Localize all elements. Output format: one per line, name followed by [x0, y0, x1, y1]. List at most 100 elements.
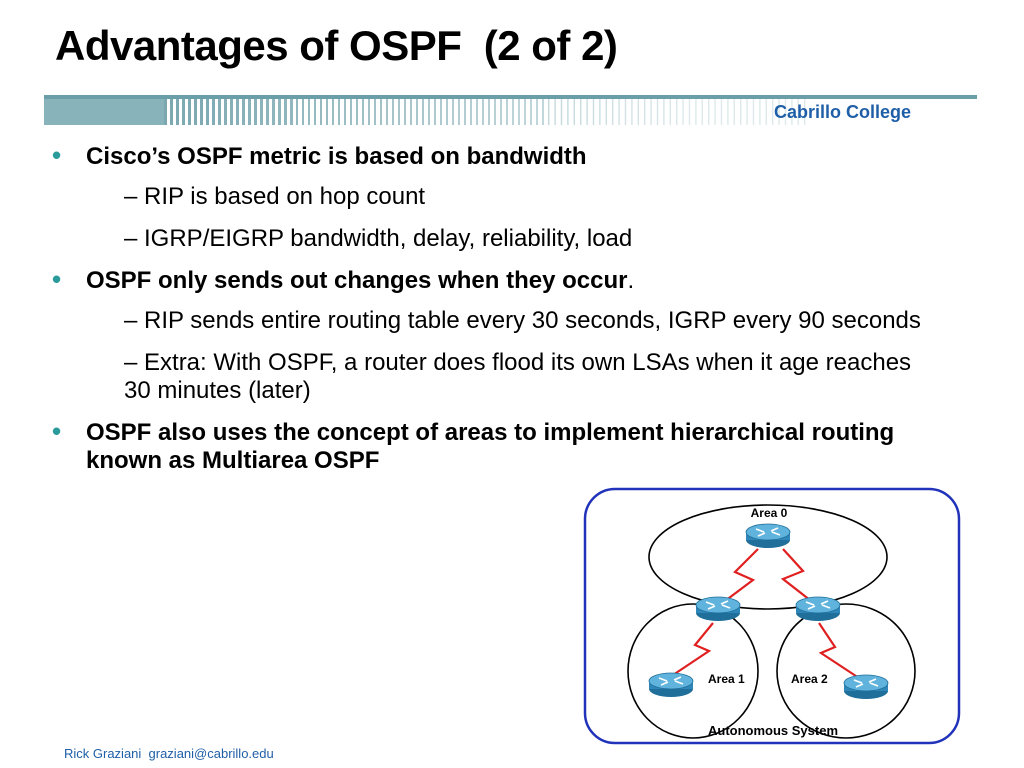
- band-stripe: [688, 99, 691, 125]
- footer-author: Rick Graziani graziani@cabrillo.edu: [64, 746, 274, 761]
- band-stripe: [170, 99, 173, 125]
- band-stripe: [784, 99, 787, 125]
- band-stripe: [284, 99, 287, 125]
- band-stripe: [637, 99, 639, 125]
- band-stripe: [560, 99, 563, 125]
- band-stripe: [695, 99, 697, 125]
- band-stripe: [272, 99, 275, 125]
- band-stripe: [586, 99, 588, 125]
- band-stripe: [206, 99, 209, 125]
- area1-label: Area 1: [708, 672, 745, 686]
- area2-label: Area 2: [791, 672, 828, 686]
- band-stripe: [440, 99, 442, 125]
- band-stripe: [326, 99, 328, 125]
- band-stripe: [573, 99, 575, 125]
- ospf-area-diagram: Area 0 Area 1 Area 2 Autonomous System: [583, 487, 961, 745]
- band-stripe: [708, 99, 710, 125]
- band-stripe: [410, 99, 412, 125]
- band-stripe: [650, 99, 652, 125]
- bullet-list: • Cisco’s OSPF metric is based on bandwi…: [52, 140, 972, 487]
- serial-link: [672, 622, 714, 676]
- band-stripe: [669, 99, 671, 125]
- band-stripe: [224, 99, 227, 125]
- band-stripe: [374, 99, 376, 125]
- band-stripe: [476, 99, 478, 125]
- band-stripe: [663, 99, 665, 125]
- band-stripe: [518, 99, 520, 125]
- band-stripe: [266, 99, 269, 125]
- router-icon: [745, 523, 791, 548]
- band-stripe: [500, 99, 502, 125]
- band-stripe: [656, 99, 659, 125]
- band-stripe: [458, 99, 460, 125]
- band-stripe: [254, 99, 257, 125]
- band-stripe: [356, 99, 358, 125]
- band-stripe: [759, 99, 761, 125]
- band-stripe: [290, 99, 293, 125]
- area2-ellipse: [776, 603, 916, 739]
- bullet-dot-icon: •: [52, 140, 62, 170]
- band-stripe: [765, 99, 767, 125]
- router-icon: [843, 674, 889, 699]
- band-stripe: [218, 99, 221, 125]
- band-stripe: [506, 99, 508, 125]
- band-stripe: [236, 99, 239, 125]
- header-band: [44, 95, 977, 125]
- band-stripe: [599, 99, 601, 125]
- band-stripe: [512, 99, 514, 125]
- bullet-2: • OSPF only sends out changes when they …: [52, 265, 972, 295]
- sub-bullet: – IGRP/EIGRP bandwidth, delay, reliabili…: [124, 225, 633, 252]
- band-stripe: [612, 99, 614, 125]
- band-stripe: [242, 99, 245, 125]
- band-stripe: [714, 99, 716, 125]
- band-stripe: [422, 99, 424, 125]
- band-stripe: [362, 99, 364, 125]
- band-stripe: [752, 99, 755, 125]
- router-icon: [695, 596, 741, 621]
- band-stripe: [182, 99, 185, 125]
- band-stripe: [488, 99, 490, 125]
- band-stripe: [494, 99, 496, 125]
- band-stripe: [542, 99, 544, 125]
- band-stripe: [618, 99, 620, 125]
- band-stripe: [464, 99, 466, 125]
- band-stripe: [524, 99, 526, 125]
- band-stripe: [682, 99, 684, 125]
- band-stripe: [176, 99, 179, 125]
- band-stripe: [470, 99, 472, 125]
- band-stripe: [398, 99, 400, 125]
- band-stripe: [278, 99, 281, 125]
- band-stripe: [778, 99, 780, 125]
- bullet-dot-icon: •: [52, 416, 62, 446]
- sub-bullet: – RIP is based on hop count: [124, 183, 426, 210]
- area1-ellipse: [627, 603, 759, 739]
- band-stripe: [605, 99, 607, 125]
- band-stripe: [676, 99, 678, 125]
- band-stripe: [631, 99, 633, 125]
- band-stripe: [428, 99, 430, 125]
- bullet-2-text: OSPF only sends out changes when they oc…: [86, 267, 628, 294]
- band-stripe: [188, 99, 191, 125]
- sub-bullet: – Extra: With OSPF, a router does flood …: [124, 349, 912, 404]
- band-stripe: [416, 99, 418, 125]
- band-stripe: [200, 99, 203, 125]
- band-stripe: [260, 99, 263, 125]
- band-stripe: [368, 99, 370, 125]
- band-stripe: [446, 99, 448, 125]
- band-stripe: [248, 99, 251, 125]
- area0-ellipse: [648, 504, 888, 610]
- bullet-3: • OSPF also uses the concept of areas to…: [52, 416, 966, 475]
- band-stripe: [580, 99, 582, 125]
- band-stripe: [296, 99, 298, 125]
- bullet-3-text: OSPF also uses the concept of areas to i…: [86, 419, 895, 474]
- serial-link: [818, 622, 866, 683]
- band-stripe: [380, 99, 382, 125]
- band-stripe: [164, 99, 167, 125]
- band-stripe: [350, 99, 352, 125]
- band-stripe: [624, 99, 627, 125]
- band-stripe: [308, 99, 310, 125]
- band-stripe: [567, 99, 569, 125]
- bullet-1: • Cisco’s OSPF metric is based on bandwi…: [52, 140, 972, 171]
- band-stripe: [344, 99, 346, 125]
- band-stripe: [320, 99, 322, 125]
